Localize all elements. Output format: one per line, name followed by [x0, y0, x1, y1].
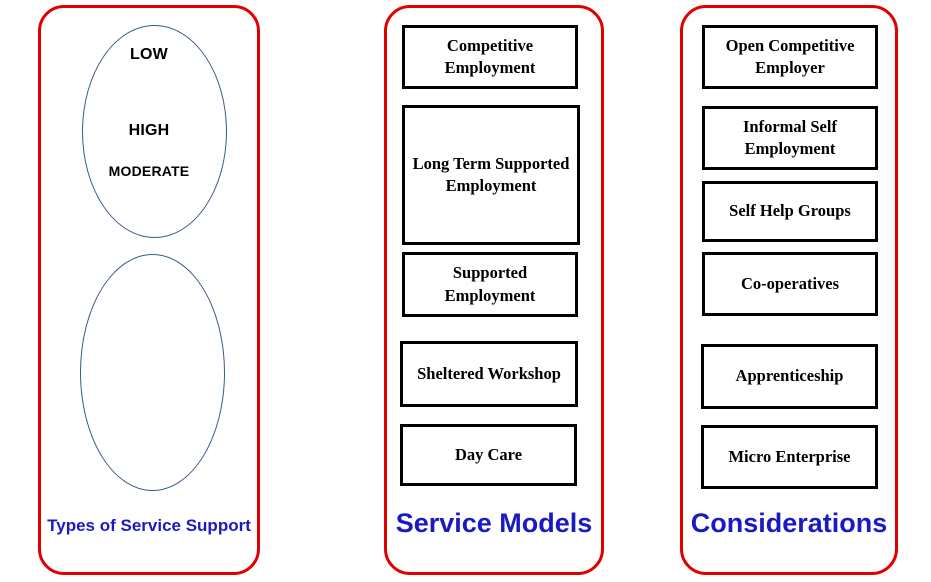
level-label-high: HIGH: [128, 122, 170, 139]
box-label: Informal Self Employment: [743, 116, 837, 158]
panel-caption-service-models: Service Models: [395, 508, 593, 538]
box-micro-enterprise[interactable]: Micro Enterprise: [701, 425, 878, 489]
level-label-moderate: MODERATE: [108, 163, 190, 179]
box-apprenticeship[interactable]: Apprenticeship: [701, 344, 878, 409]
box-sheltered-workshop[interactable]: Sheltered Workshop: [400, 341, 578, 407]
box-label: Day Care: [454, 444, 523, 464]
ellipse-high: [80, 254, 225, 491]
box-label: Supported Employment: [444, 263, 536, 305]
box-label: Long Term Supported Employment: [412, 153, 570, 195]
box-long-term-supported-employment[interactable]: Long Term Supported Employment: [402, 105, 580, 245]
box-supported-employment[interactable]: Supported Employment: [402, 252, 578, 317]
panel-caption-considerations: Considerations: [690, 508, 888, 538]
box-label: Self Help Groups: [729, 201, 851, 221]
box-self-help-groups[interactable]: Self Help Groups: [702, 181, 878, 242]
box-label: Apprenticeship: [735, 366, 844, 386]
box-label: Competitive Employment: [444, 35, 536, 77]
box-label: Co-operatives: [740, 273, 840, 293]
box-label: Sheltered Workshop: [417, 363, 561, 383]
ellipse-low-moderate: [82, 25, 227, 238]
box-co-operatives[interactable]: Co-operatives: [702, 252, 878, 316]
box-day-care[interactable]: Day Care: [400, 424, 577, 486]
panel-types-of-service-support: LOW MODERATE HIGH Types of Service Suppo…: [38, 5, 260, 575]
panel-caption-types-of-service-support: Types of Service Support: [47, 516, 251, 535]
level-label-low: LOW: [130, 46, 168, 63]
box-informal-self-employment[interactable]: Informal Self Employment: [702, 106, 878, 170]
box-label: Micro Enterprise: [728, 446, 851, 466]
box-competitive-employment[interactable]: Competitive Employment: [402, 25, 578, 89]
box-open-competitive-employer[interactable]: Open Competitive Employer: [702, 25, 878, 89]
box-label: Open Competitive Employer: [725, 35, 855, 77]
